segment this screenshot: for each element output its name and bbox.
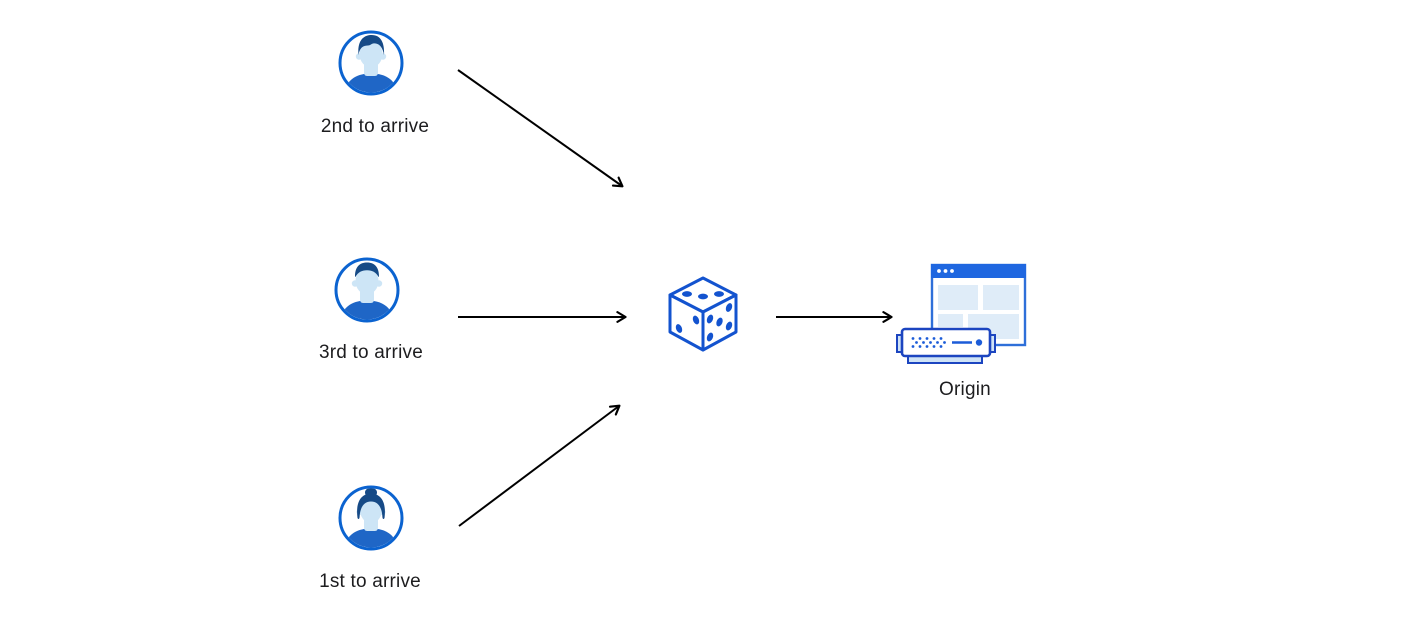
server: [896, 327, 996, 364]
user-label-1st: 1st to arrive: [319, 571, 421, 592]
avatar-face: [360, 497, 382, 523]
avatar-hair: [357, 493, 385, 520]
origin-server-browser-icon: [896, 263, 1027, 364]
server-body: [900, 327, 992, 358]
server-vent-dots: [911, 337, 946, 348]
browser-window-dots: [937, 269, 954, 273]
avatar-hair: [358, 35, 385, 55]
browser-content-blocks: [938, 285, 1019, 339]
avatar-face: [355, 267, 379, 295]
arrow-user-1st-to-dice: [458, 404, 621, 527]
server-power-led: [975, 339, 983, 346]
avatar-2nd-to-arrive man-side-part-avatar: [338, 30, 404, 96]
browser-window: [930, 263, 1027, 347]
arrow-user-2nd-to-dice: [457, 69, 624, 188]
dice-icon: [668, 276, 738, 352]
avatar-3rd-to-arrive man-crew-cut-avatar: [334, 257, 400, 323]
browser-titlebar: [931, 264, 1026, 278]
user-label-2nd: 2nd to arrive: [320, 116, 430, 137]
dice-pips: [675, 291, 733, 342]
avatar-1st-to-arrive woman-bun-avatar: [338, 485, 404, 551]
avatar-face: [359, 40, 383, 68]
user-label-3rd: 3rd to arrive: [319, 342, 423, 363]
avatar-hair: [355, 262, 379, 277]
origin-label: Origin: [939, 379, 991, 400]
